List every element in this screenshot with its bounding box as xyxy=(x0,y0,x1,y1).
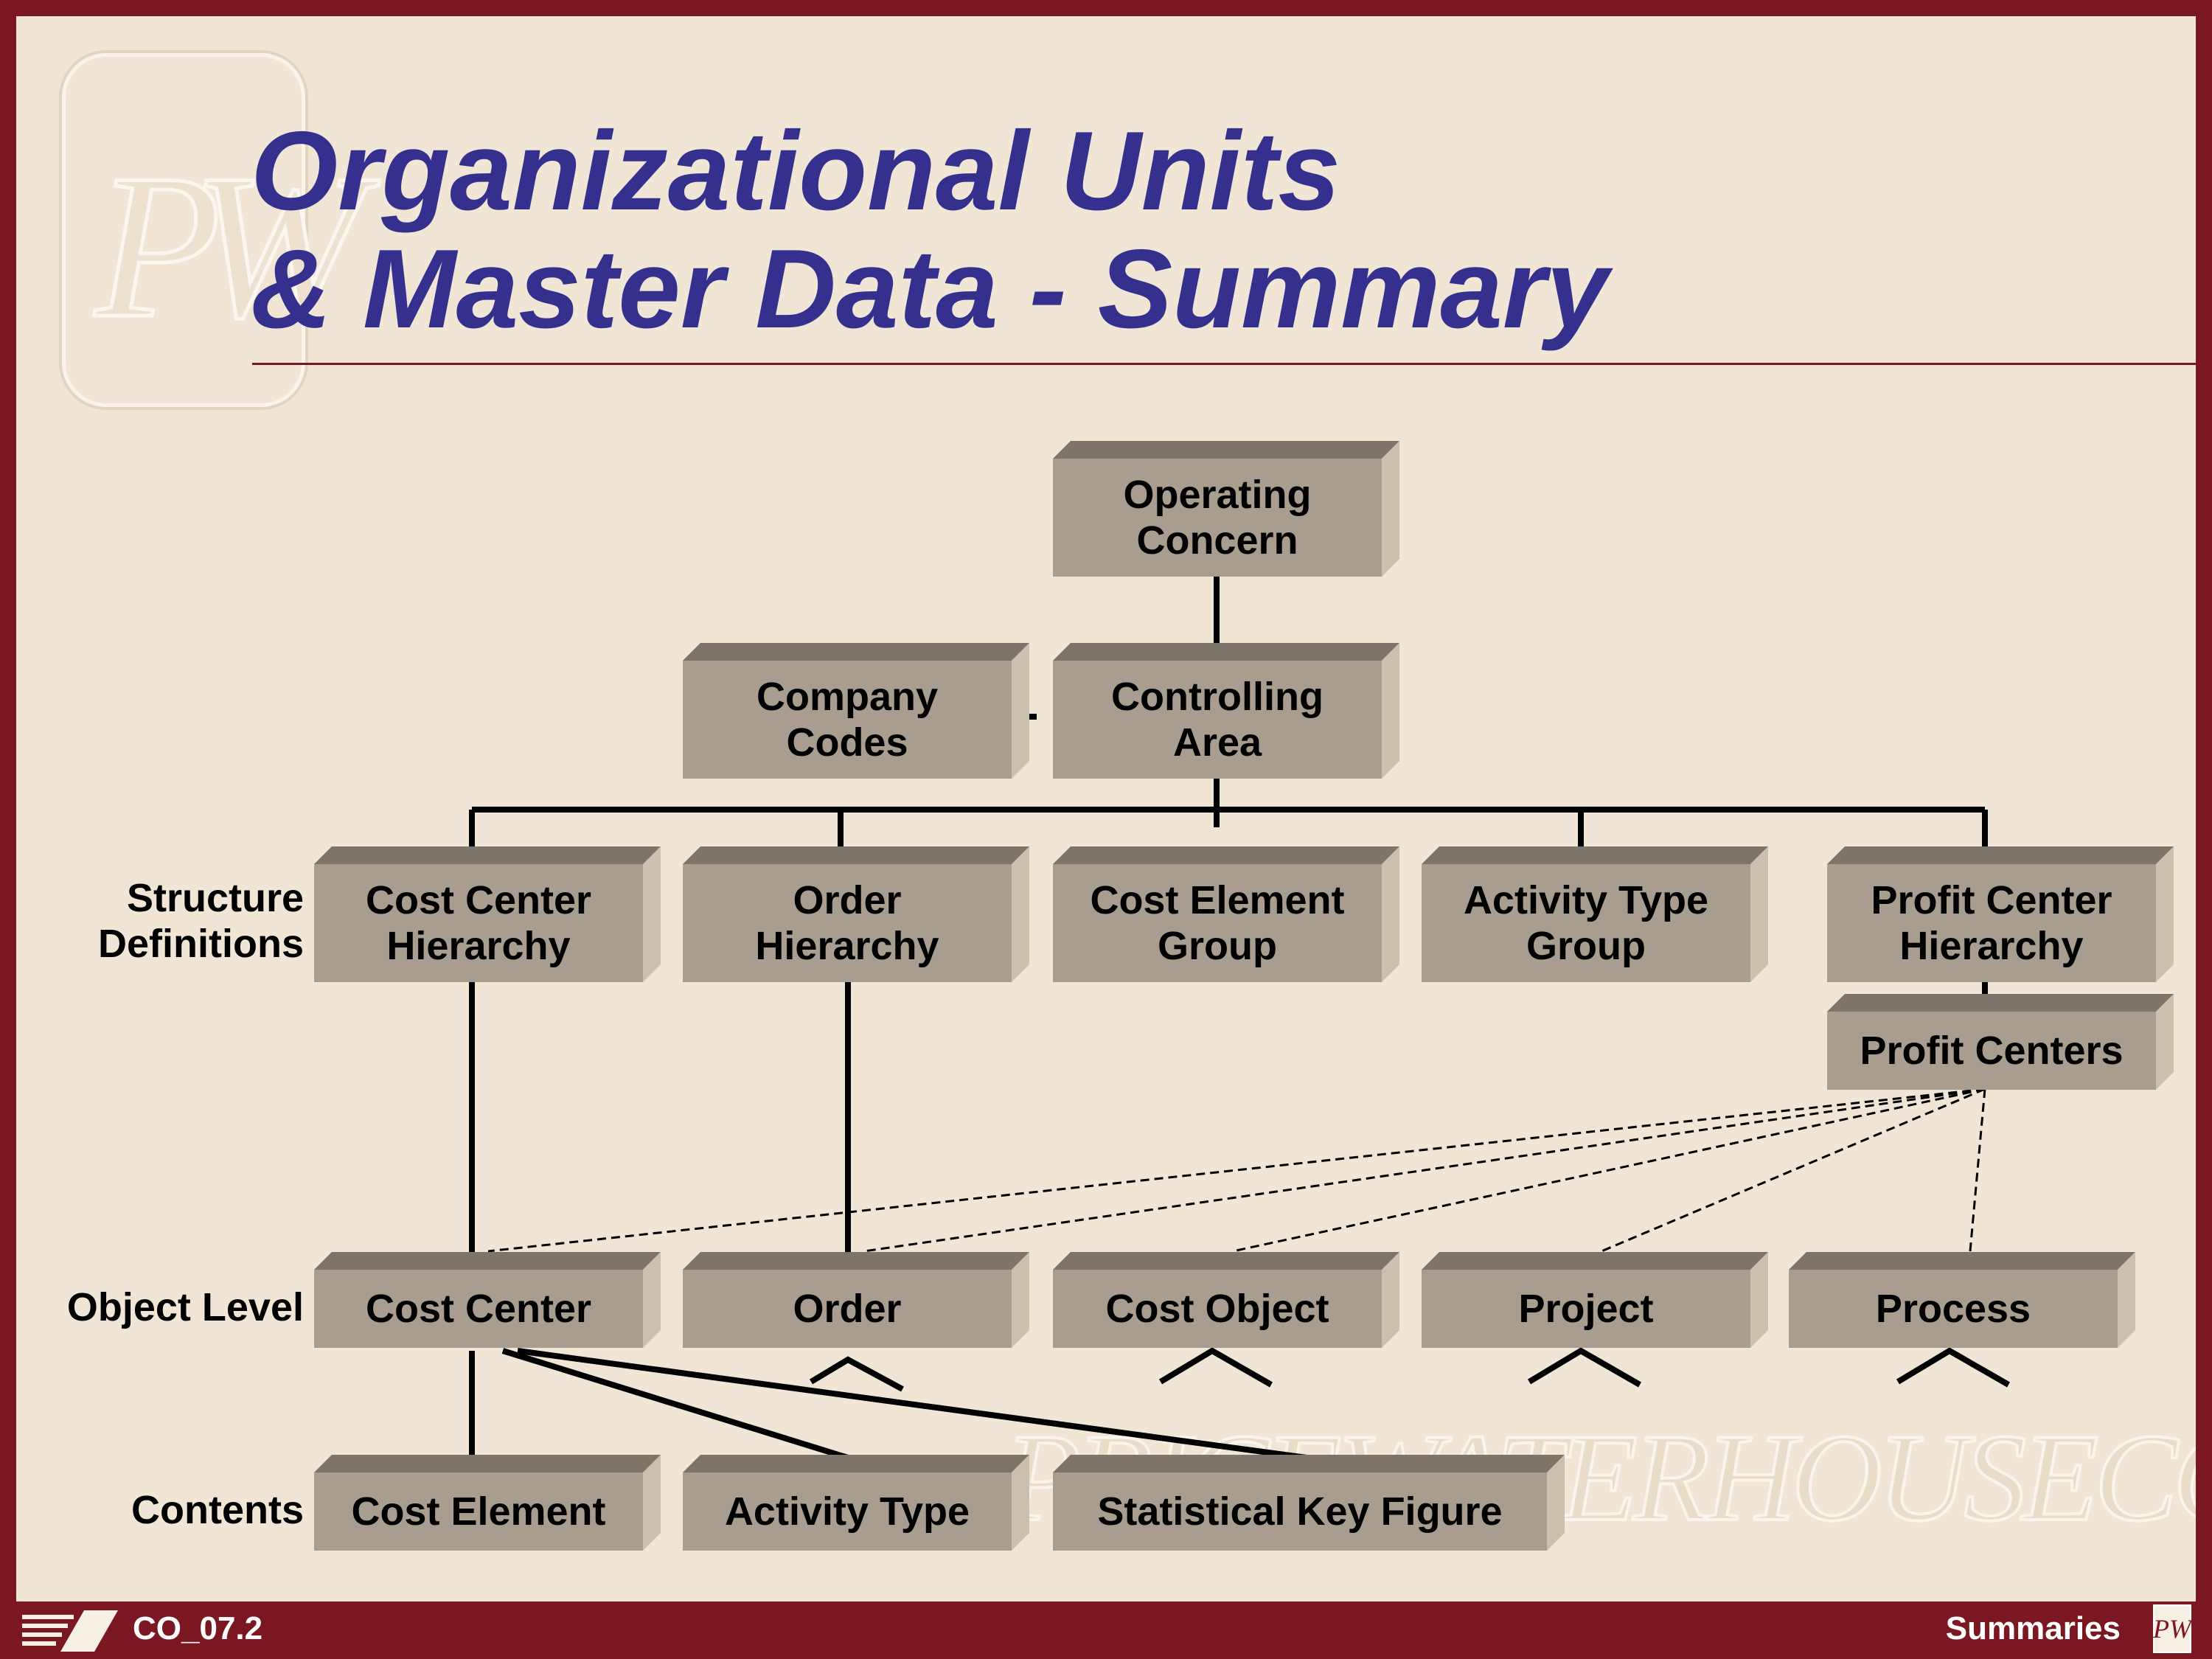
title-line-2: & Master Data - Summary xyxy=(251,226,1609,352)
caret-cost-object xyxy=(1158,1347,1273,1388)
row-label-structure-definitions: Structure Definitions xyxy=(98,876,304,966)
box-activity-type-group: Activity Type Group xyxy=(1422,864,1750,982)
caret-project xyxy=(1527,1347,1641,1388)
box-order: Order xyxy=(683,1270,1012,1348)
caret-process xyxy=(1896,1347,2010,1388)
link-cost-center-to-activity-type xyxy=(501,1348,849,1461)
box-project: Project xyxy=(1422,1270,1750,1348)
pw-logo-watermark: PW xyxy=(62,53,366,407)
box-activity-type: Activity Type xyxy=(683,1472,1012,1551)
box-profit-center-hierarchy: Profit Center Hierarchy xyxy=(1827,864,2156,982)
dashed-profit-centers-to-process xyxy=(1969,1088,1986,1252)
caret-order xyxy=(809,1356,904,1392)
link-cost-center-to-statistical-key-figure xyxy=(517,1348,1307,1461)
box-controlling-area: Controlling Area xyxy=(1053,661,1382,779)
box-cost-center: Cost Center xyxy=(314,1270,643,1348)
footer-section-name: Summaries xyxy=(1945,1610,2121,1646)
slide: PW PRICEWATERHOUSECOOPERS Organizational… xyxy=(16,16,2196,1601)
dashed-profit-centers-to-project xyxy=(1601,1088,1986,1253)
box-cost-object: Cost Object xyxy=(1053,1270,1382,1348)
box-company-codes: Company Codes xyxy=(683,661,1012,779)
row-label-contents: Contents xyxy=(131,1488,304,1532)
pw-footer-logo-icon: PW xyxy=(2153,1604,2191,1653)
box-order-hierarchy: Order Hierarchy xyxy=(683,864,1012,982)
pwc-footer-logo-icon xyxy=(18,1609,121,1653)
box-statistical-key-figure: Statistical Key Figure xyxy=(1053,1472,1547,1551)
page-title: Organizational Units & Master Data - Sum… xyxy=(251,112,1609,348)
footer-bar: CO_07.2 Summaries xyxy=(0,1601,2212,1659)
row-label-object-level: Object Level xyxy=(66,1285,304,1329)
box-profit-centers: Profit Centers xyxy=(1827,1012,2156,1090)
box-cost-element-group: Cost Element Group xyxy=(1053,864,1382,982)
dashed-profit-centers-to-cost-object xyxy=(1232,1088,1986,1253)
title-line-1: Organizational Units xyxy=(251,108,1340,234)
connector-lines xyxy=(469,577,2010,1461)
box-cost-element: Cost Element xyxy=(314,1472,643,1551)
dashed-profit-centers-to-order xyxy=(863,1088,1986,1253)
box-cost-center-hierarchy: Cost Center Hierarchy xyxy=(314,864,643,982)
footer-slide-code: CO_07.2 xyxy=(133,1610,263,1646)
title-underline xyxy=(252,363,2196,365)
box-process: Process xyxy=(1789,1270,2118,1348)
box-operating-concern: Operating Concern xyxy=(1053,459,1382,577)
dashed-profit-centers-to-cost-center xyxy=(487,1088,1986,1253)
